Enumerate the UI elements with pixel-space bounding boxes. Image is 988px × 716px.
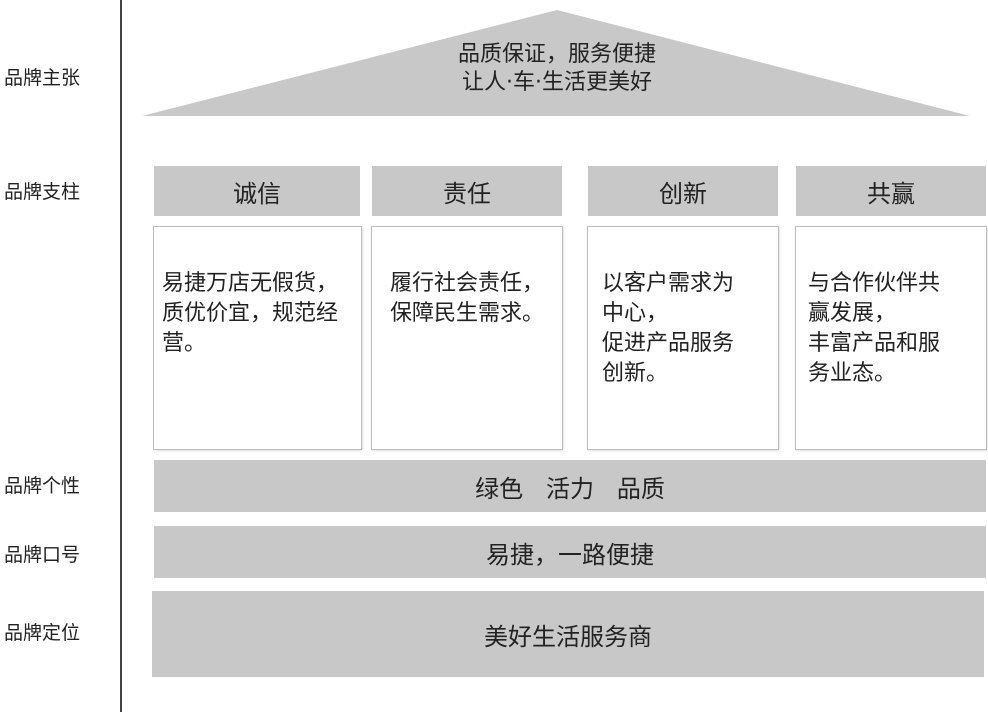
pillar-body-responsibility: 履行社会责任， 保障民生需求。 (371, 226, 563, 450)
band-brand-positioning: 美好生活服务商 (152, 591, 984, 677)
roof-line-2: 让人·车·生活更美好 (462, 70, 652, 95)
roof-shape (142, 10, 970, 116)
pillar-title-win-win: 共赢 (796, 166, 986, 216)
pillar-body-integrity: 易捷万店无假货， 质优价宜，规范经 营。 (153, 226, 362, 450)
label-brand-positioning: 品牌定位 (4, 622, 81, 644)
label-brand-pillars: 品牌支柱 (4, 181, 81, 203)
roof-line-1: 品质保证，服务便捷 (457, 42, 656, 67)
pillar-body-win-win: 与合作伙伴共 赢发展， 丰富产品和服 务业态。 (795, 226, 987, 450)
pillar-title-innovation: 创新 (588, 166, 778, 216)
pillar-body-innovation: 以客户需求为 中心， 促进产品服务 创新。 (587, 226, 779, 450)
band-brand-personality: 绿色 活力 品质 (154, 460, 986, 512)
label-brand-slogan: 品牌口号 (4, 544, 81, 566)
label-brand-claim: 品牌主张 (4, 67, 81, 89)
pillar-title-responsibility: 责任 (372, 166, 562, 216)
roof-triangle (142, 10, 970, 116)
pillar-title-integrity: 诚信 (154, 166, 360, 216)
label-brand-personality: 品牌个性 (4, 475, 81, 497)
vertical-axis-line (120, 0, 122, 712)
band-brand-slogan: 易捷，一路便捷 (154, 526, 986, 578)
